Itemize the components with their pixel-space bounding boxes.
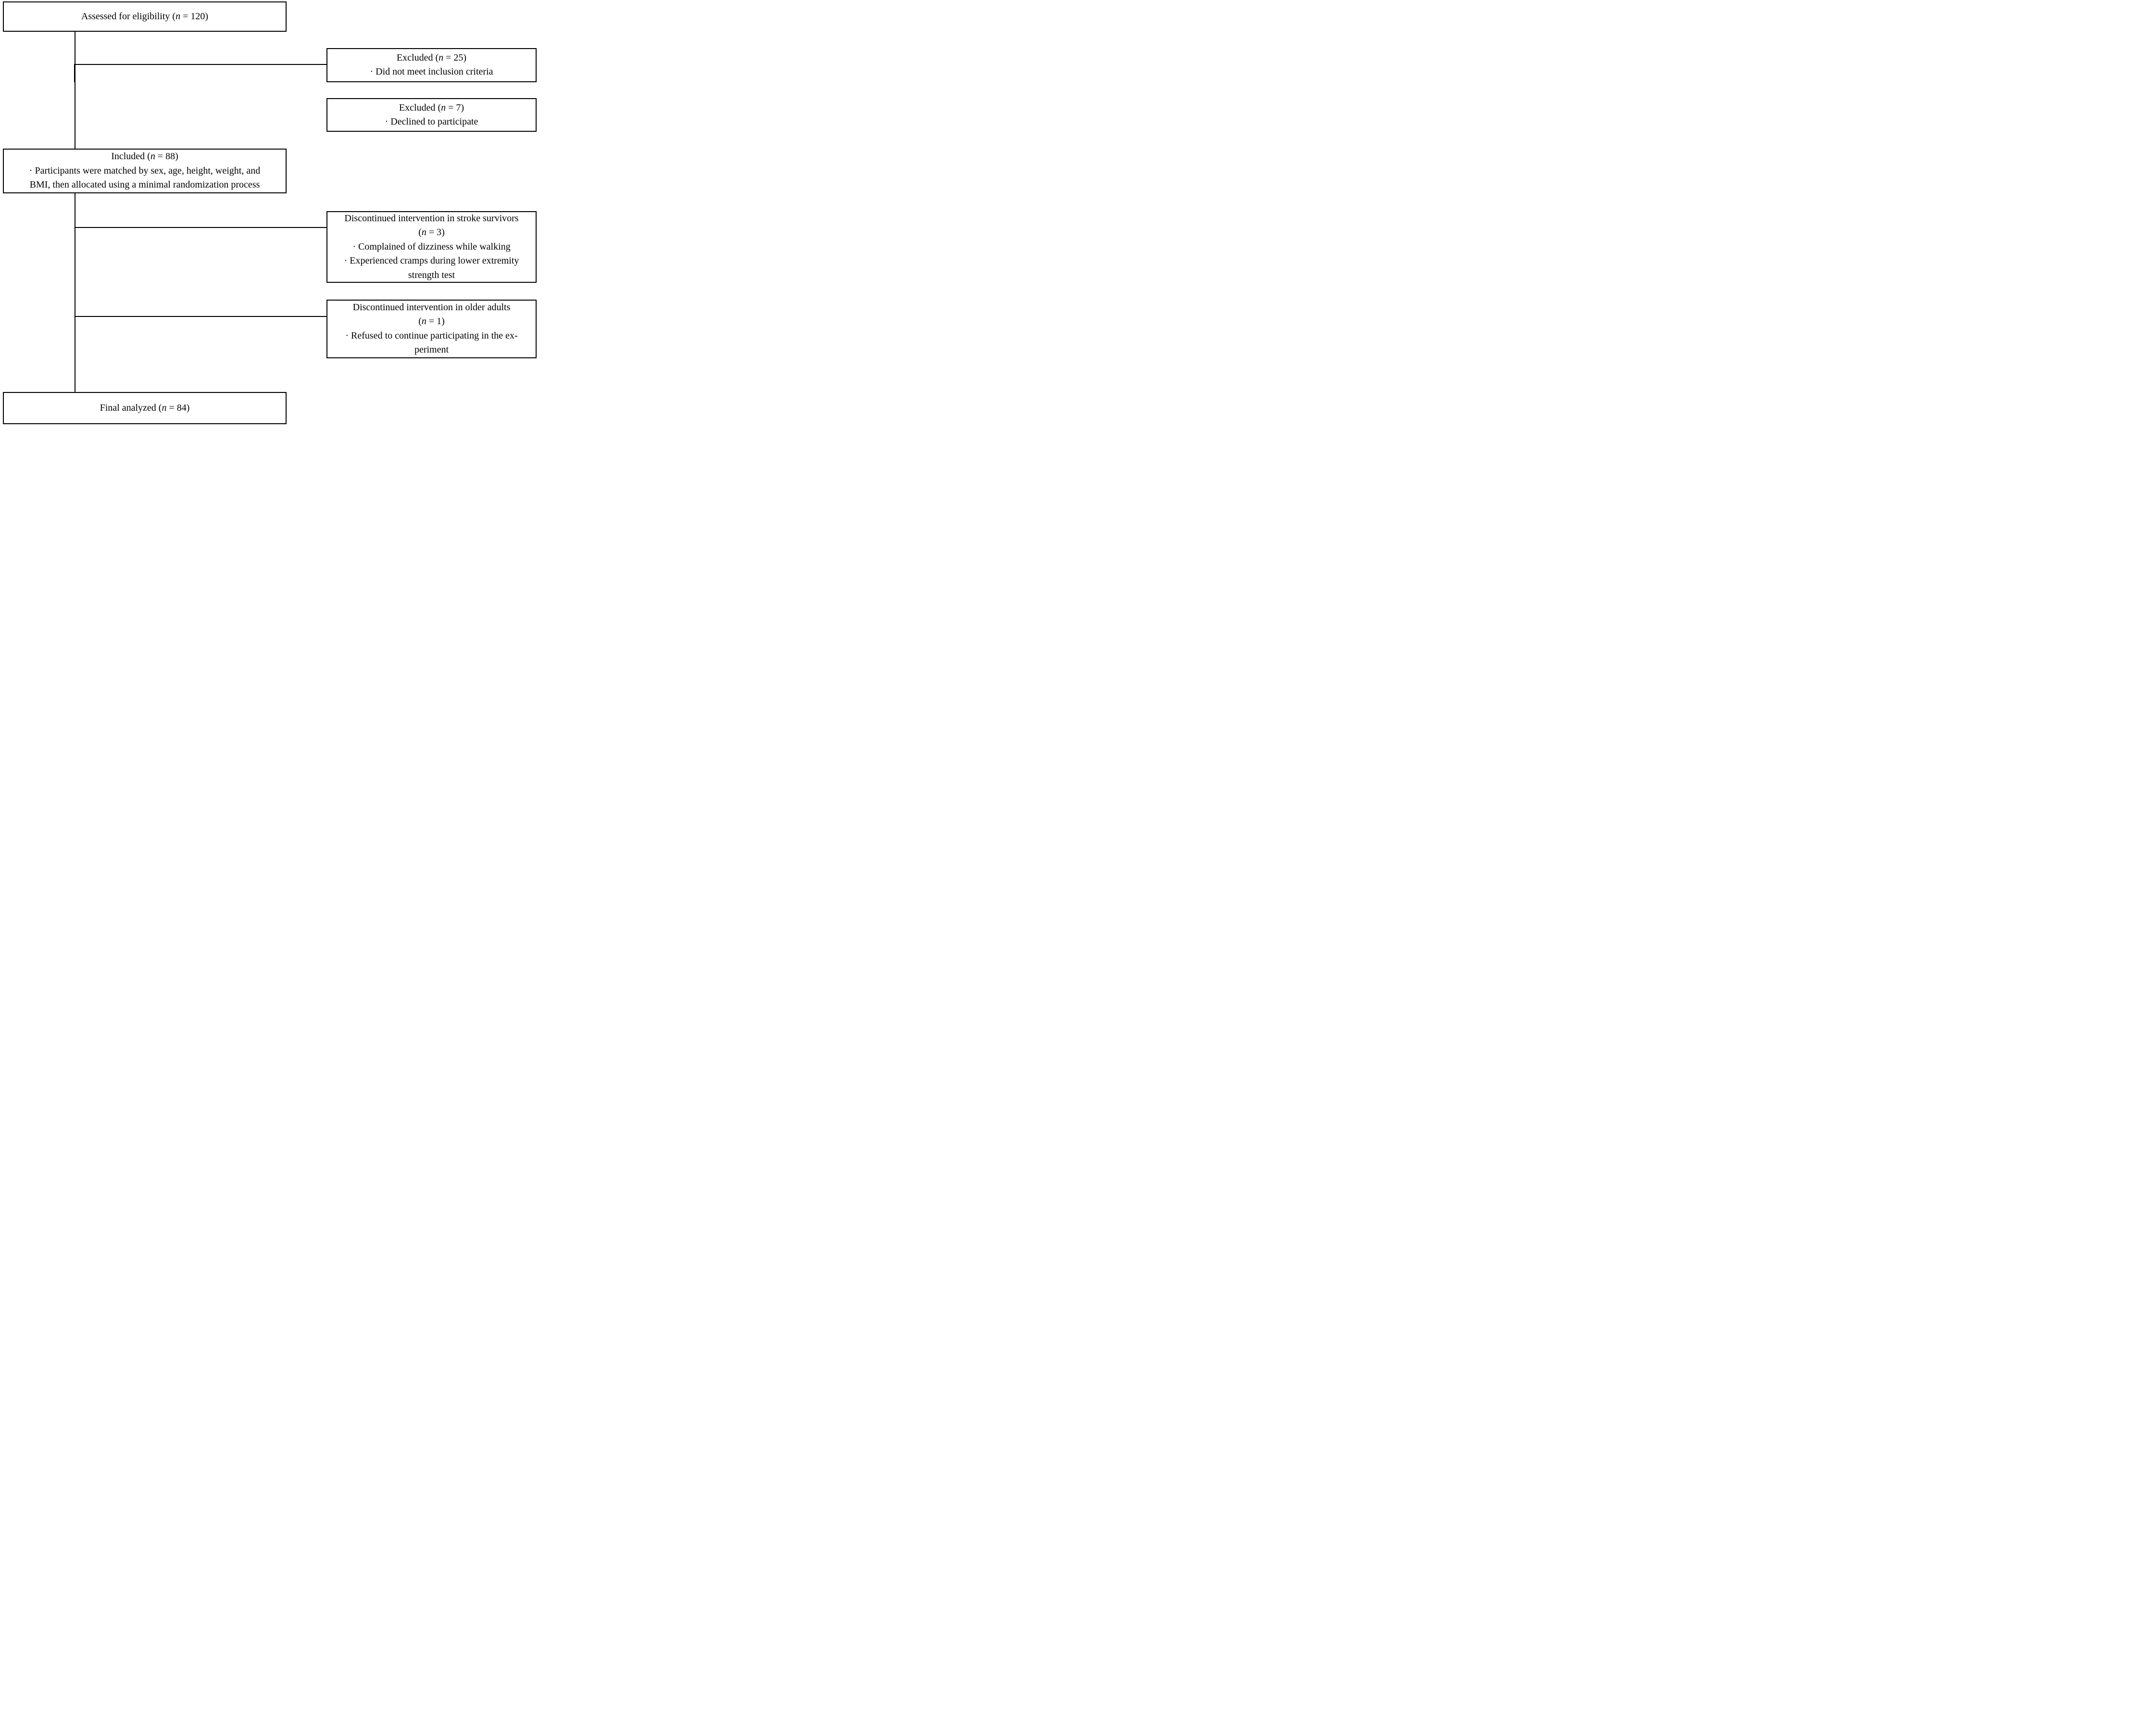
excluded-branch-line [75,64,326,65]
stroke-branch-line [75,227,326,228]
box-text-line: · Refused to continue participating in t… [345,330,518,341]
box-text-line: · Declined to participate [385,116,478,127]
box-text-line: Excluded (n = 7) [399,102,464,113]
excluded-not-meet-criteria-box: Excluded (n = 25) · Did not meet inclusio… [326,48,537,82]
included-box: Included (n = 88) · Participants were mat… [3,148,287,193]
box-text-line: · Participants were matched by sex, age,… [29,165,261,176]
box-text-line: periment [414,344,449,355]
box-text-line: · Complained of dizziness while walking [352,241,511,252]
box-text-line: Assessed for eligibility (n = 120) [81,11,209,22]
box-text-line: Discontinued intervention in stroke surv… [344,213,519,224]
box-text-line: (n = 1) [418,316,445,327]
box-text-line: Included (n = 88) [111,151,178,162]
box-text-line: · Experienced cramps during lower extrem… [344,255,519,266]
final-analyzed-box: Final analyzed (n = 84) [3,392,287,424]
box-text-line: Discontinued intervention in older adult… [352,302,511,313]
box-text-line: (n = 3) [418,227,445,238]
assessed-box: Assessed for eligibility (n = 120) [3,1,287,32]
flow-diagram: Assessed for eligibility (n = 120) Inclu… [0,0,539,429]
discontinued-stroke-box: Discontinued intervention in stroke surv… [326,211,537,283]
box-text-line: BMI, then allocated using a minimal rand… [29,179,260,190]
box-text-line: · Did not meet inclusion criteria [370,66,493,77]
older-branch-line [75,316,326,317]
trunk-stub-thick [74,64,76,82]
excluded-declined-box: Excluded (n = 7) · Declined to participat… [326,98,537,132]
box-text-line: Excluded (n = 25) [396,52,467,63]
box-text-line: Final analyzed (n = 84) [100,402,190,413]
discontinued-older-adults-box: Discontinued intervention in older adult… [326,299,537,358]
box-text-line: strength test [408,269,455,280]
